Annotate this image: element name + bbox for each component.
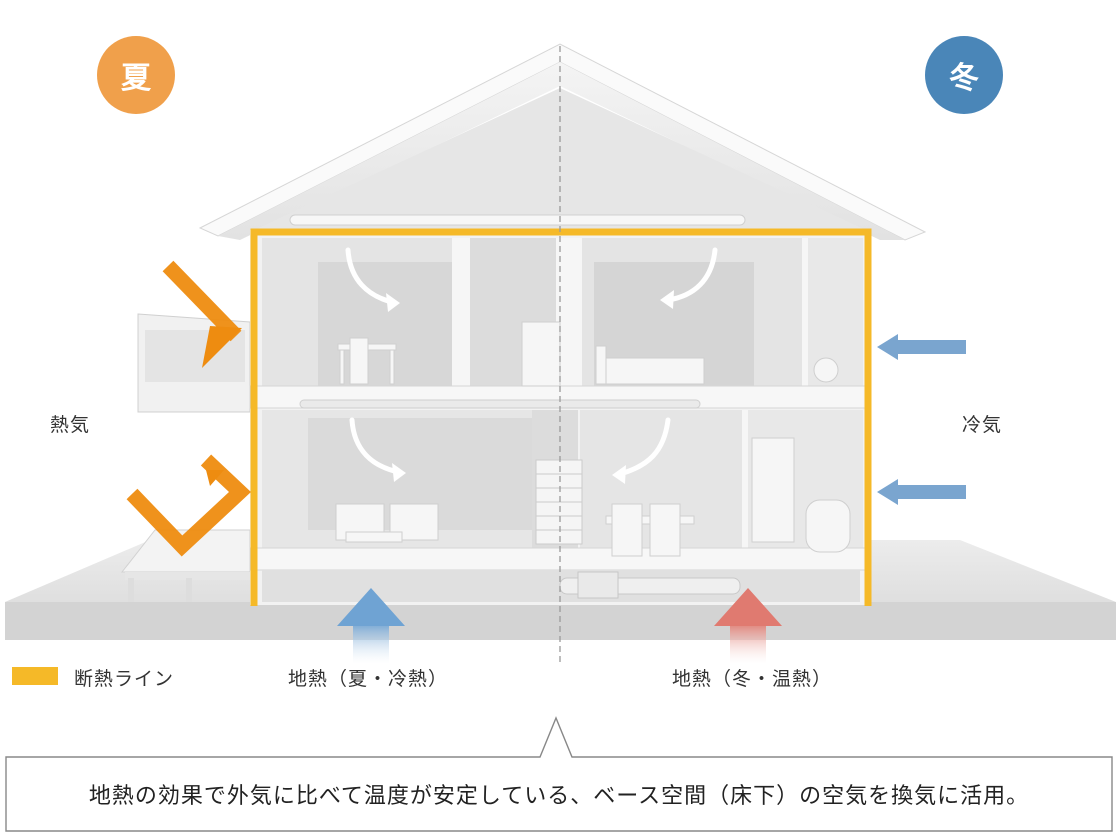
furniture <box>335 321 851 557</box>
insulation-line <box>250 228 872 606</box>
callout-box <box>5 716 1113 832</box>
roof <box>198 43 927 241</box>
insulation-legend-swatch <box>12 667 58 685</box>
insulation-legend-label: 断熱ライン <box>74 668 175 690</box>
summer-badge: 夏 <box>97 36 175 114</box>
cold-air-arrows <box>877 334 966 505</box>
cold-air-label: 冷気 <box>962 414 1003 436</box>
hot-air-arrowhead-lower <box>206 470 224 486</box>
geothermal-summer-label: 地熱（夏・冷熱） <box>288 668 449 690</box>
circulation-arrows <box>345 247 718 477</box>
hot-air-arrow-upper <box>162 260 242 342</box>
caption-text: 地熱の効果で外気に比べて温度が安定している、ベース空間（床下）の空気を換気に活用… <box>88 784 1030 809</box>
hot-air-arrowhead-upper <box>202 326 242 368</box>
hot-air-label: 熱気 <box>50 414 91 436</box>
hot-air-arrow-lower <box>126 454 251 557</box>
geothermal-winter-label: 地熱（冬・温熱） <box>672 668 833 690</box>
hot-air-arrows <box>126 260 251 557</box>
winter-badge: 冬 <box>925 36 1003 114</box>
geothermal-cool-arrow <box>337 588 405 664</box>
geothermal-warm-arrow <box>714 588 782 664</box>
circulation-arrowheads <box>386 290 674 484</box>
